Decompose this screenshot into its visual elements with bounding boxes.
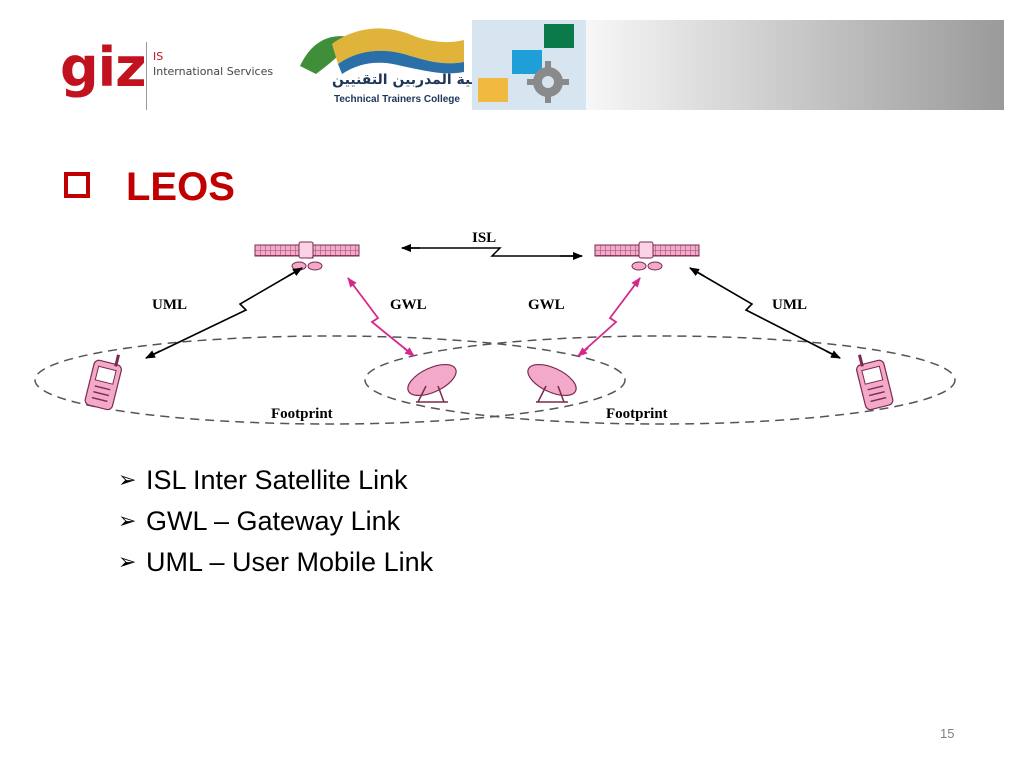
- footprint-right-ellipse: [364, 335, 956, 425]
- uml-right-label: UML: [772, 297, 807, 313]
- ground-station-left-icon: [407, 363, 457, 403]
- footprint-left-label: Footprint: [271, 406, 333, 422]
- gwl-right-link-arrow: [577, 277, 641, 357]
- giz-wordmark: giz: [60, 36, 147, 99]
- bullet-text: UML – User Mobile Link: [146, 547, 434, 577]
- gwl-left-label: GWL: [390, 297, 427, 313]
- gear-icon: [478, 24, 574, 103]
- ground-station-right-icon: [527, 363, 577, 403]
- mobile-phone-left-icon: [84, 354, 122, 411]
- uml-right-link-arrow: [689, 267, 841, 359]
- college-emblem-icon: [300, 28, 464, 74]
- header-gradient-bar: [586, 20, 1004, 110]
- satellite-right-icon: [594, 241, 700, 271]
- bullet-text: GWL – Gateway Link: [146, 506, 401, 536]
- footprint-left-ellipse: [34, 335, 626, 425]
- technical-trainers-college-logo: كلية المدربين التقنيين Technical Trainer…: [292, 22, 485, 110]
- page-number: 15: [940, 726, 955, 741]
- college-english-name: Technical Trainers College: [334, 94, 460, 105]
- list-item: ➢ UML – User Mobile Link: [118, 542, 718, 583]
- list-item: ➢ ISL Inter Satellite Link: [118, 460, 718, 501]
- list-item: ➢ GWL – Gateway Link: [118, 501, 718, 542]
- slide-header: giz IS International Services كلية المدر…: [0, 0, 1024, 120]
- giz-services-label: International Services: [153, 65, 274, 78]
- arrow-bullet-icon: ➢: [118, 509, 137, 534]
- mobile-phone-right-icon: [856, 354, 894, 411]
- giz-logo: giz IS International Services: [60, 38, 290, 114]
- gwl-left-link-arrow: [347, 277, 415, 357]
- logo-divider: [146, 42, 147, 110]
- satellite-left-icon: [254, 241, 360, 271]
- uml-left-link-arrow: [145, 267, 303, 359]
- bullet-text: ISL Inter Satellite Link: [146, 465, 408, 495]
- college-arabic-name: كلية المدربين التقنيين: [332, 72, 485, 88]
- bullet-list: ➢ ISL Inter Satellite Link ➢ GWL – Gatew…: [118, 460, 718, 583]
- slide-title-text: LEOS: [126, 165, 235, 209]
- isl-link-arrow: [402, 247, 582, 257]
- arrow-bullet-icon: ➢: [118, 468, 137, 493]
- uml-left-label: UML: [152, 297, 187, 313]
- leos-diagram: ISL UML GWL GWL UML Footprint Footprint: [34, 230, 956, 425]
- giz-is-label: IS: [153, 50, 164, 63]
- arrow-bullet-icon: ➢: [118, 550, 137, 575]
- footprint-right-label: Footprint: [606, 406, 668, 422]
- checkbox-bullet-icon: [64, 172, 90, 198]
- gwl-right-label: GWL: [528, 297, 565, 313]
- isl-label: ISL: [472, 230, 496, 246]
- gear-logo-tile: [472, 20, 586, 110]
